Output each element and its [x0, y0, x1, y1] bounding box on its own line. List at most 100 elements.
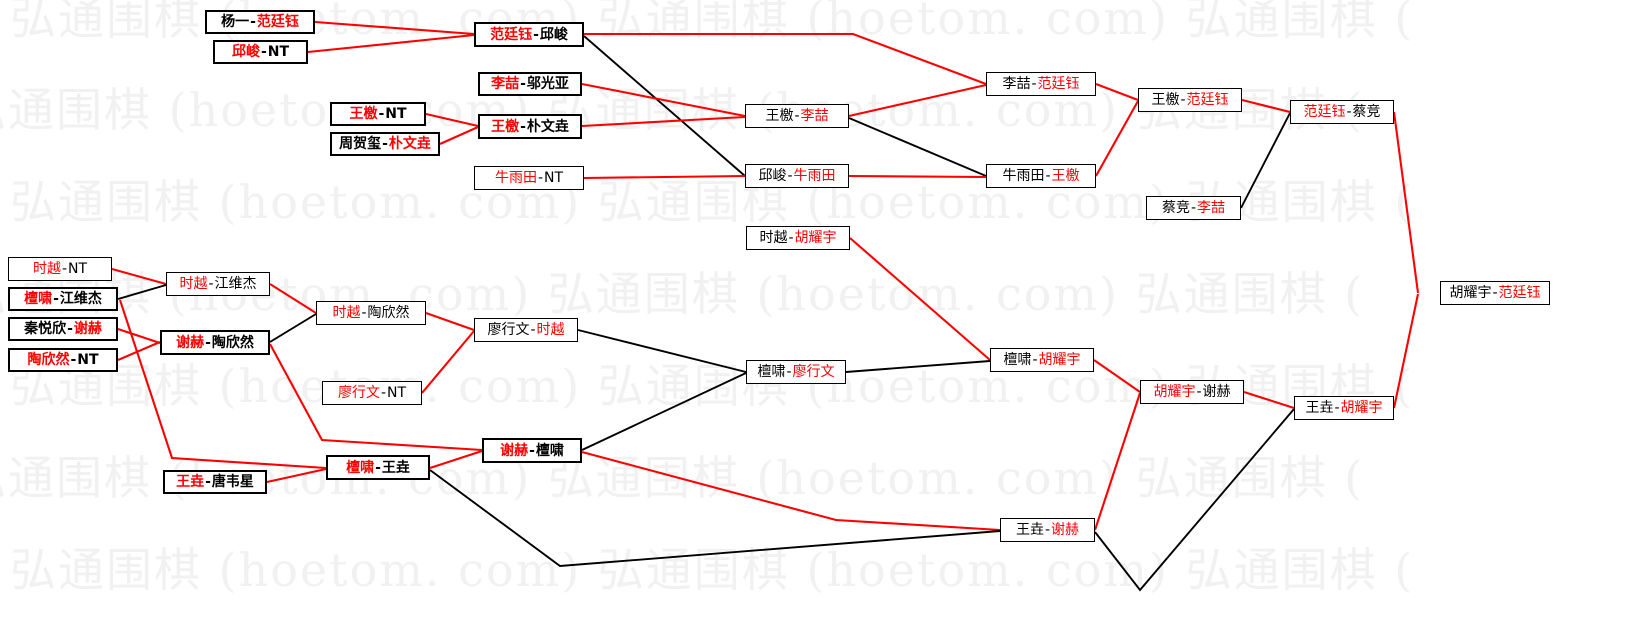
player-one: 王檄 [491, 118, 520, 135]
player-separator: - [260, 44, 267, 60]
player-one: 时越 [32, 261, 61, 277]
match-box-m04[interactable]: 李喆-邬光亚 [478, 72, 582, 96]
match-box-m27[interactable]: 谢赫-檀啸 [482, 438, 582, 463]
player-separator: - [1346, 104, 1352, 120]
player-one: 廖行文 [337, 385, 380, 401]
player-two: 范廷钰 [1186, 92, 1229, 108]
match-box-m25[interactable]: 王垚-唐韦星 [163, 470, 267, 494]
player-two: 陶欣然 [367, 305, 410, 321]
match-box-m31[interactable]: 王垚-谢赫 [1000, 518, 1095, 542]
bracket-link-m09-m12 [848, 117, 987, 177]
bracket-link-m17-m20 [117, 284, 167, 300]
player-separator: - [1044, 522, 1051, 538]
player-two: NT [68, 261, 88, 277]
player-one: 檀啸 [757, 364, 786, 380]
player-separator: - [205, 334, 211, 351]
match-box-m16[interactable]: 时越-NT [8, 257, 112, 281]
match-box-m23[interactable]: 廖行文-NT [322, 381, 422, 405]
player-one: 谢赫 [176, 334, 205, 351]
player-one: 王垚 [176, 474, 205, 490]
match-box-m34[interactable]: 胡耀宇-范廷钰 [1440, 281, 1550, 305]
player-separator: - [786, 364, 792, 380]
match-box-m15[interactable]: 范廷钰-蔡竞 [1290, 100, 1394, 124]
bracket-link-m25-m24 [266, 467, 327, 484]
match-box-m33[interactable]: 王垚-胡耀宇 [1294, 396, 1394, 420]
player-separator: - [1180, 92, 1186, 108]
match-box-m01[interactable]: 杨一-范廷钰 [205, 10, 315, 34]
match-box-m07[interactable]: 王檄-朴文垚 [478, 114, 582, 139]
match-box-m11[interactable]: 李喆-范廷钰 [986, 72, 1096, 96]
bracket-link-m31-m33 [1094, 408, 1295, 592]
bracket-link-m33-m34 [1392, 293, 1420, 409]
player-one: 王垚 [1015, 522, 1044, 538]
player-separator: - [67, 321, 73, 337]
player-separator: - [53, 291, 59, 307]
player-separator: - [1045, 168, 1051, 184]
player-one: 王檄 [765, 108, 794, 124]
player-one: 蔡竞 [1161, 200, 1190, 216]
player-separator: - [205, 474, 211, 490]
player-separator: - [70, 352, 77, 368]
bracket-link-m24-m31 [429, 469, 1001, 567]
player-one: 时越 [179, 276, 208, 292]
match-box-m28[interactable]: 时越-胡耀宇 [746, 226, 850, 250]
bracket-link-m09-m11 [848, 83, 987, 118]
match-box-m02[interactable]: 邱峻-NT [213, 40, 308, 64]
player-separator: - [380, 385, 387, 401]
bracket-link-m27-m31 [581, 450, 1001, 532]
match-box-m17[interactable]: 檀啸-江维杰 [8, 287, 118, 311]
player-two: 胡耀宇 [1340, 400, 1383, 416]
match-box-m03[interactable]: 范廷钰-邱峻 [474, 22, 584, 47]
player-two: 王檄 [1051, 168, 1080, 184]
bracket-link-m10-m12 [848, 174, 987, 179]
match-box-m24[interactable]: 檀啸-王垚 [326, 455, 430, 480]
match-box-m08[interactable]: 牛雨田-NT [474, 166, 584, 190]
bracket-link-m22-m26 [425, 312, 475, 331]
match-box-m09[interactable]: 王檄-李喆 [745, 104, 849, 128]
player-one: 范廷钰 [490, 26, 533, 43]
bracket-link-m13-m15 [1241, 98, 1291, 114]
match-box-m26[interactable]: 廖行文-时越 [474, 318, 578, 342]
player-one: 胡耀宇 [1449, 285, 1492, 301]
bracket-link-m02-m03 [307, 33, 475, 54]
match-box-m22[interactable]: 时越-陶欣然 [316, 301, 426, 325]
match-box-m29[interactable]: 檀啸-廖行文 [746, 360, 846, 384]
bracket-link-m01-m03 [314, 20, 475, 36]
match-box-m05[interactable]: 王檄-NT [330, 102, 426, 126]
player-one: 谢赫 [500, 442, 529, 459]
match-box-m06[interactable]: 周贺玺-朴文垚 [330, 132, 440, 156]
match-box-m21[interactable]: 谢赫-陶欣然 [160, 330, 270, 355]
player-separator: - [529, 442, 535, 459]
match-box-m30[interactable]: 檀啸-胡耀宇 [990, 348, 1094, 372]
player-separator: - [1196, 384, 1202, 400]
player-two: 谢赫 [1202, 384, 1231, 400]
match-box-m32[interactable]: 胡耀宇-谢赫 [1140, 380, 1244, 404]
bracket-link-m30-m32 [1093, 359, 1141, 393]
player-separator: - [375, 459, 381, 476]
match-box-m13[interactable]: 王檄-范廷钰 [1138, 88, 1242, 112]
bracket-link-m14-m15 [1240, 112, 1291, 209]
player-two: 江维杰 [59, 291, 102, 307]
match-box-m20[interactable]: 时越-江维杰 [166, 272, 270, 296]
bracket-link-m19-m21 [117, 341, 161, 361]
player-separator: - [530, 322, 536, 338]
match-box-m10[interactable]: 邱峻-牛雨田 [745, 164, 849, 188]
player-two: 邬光亚 [526, 76, 569, 92]
match-box-m18[interactable]: 秦悦欣-谢赫 [8, 317, 118, 341]
player-one: 胡耀宇 [1153, 384, 1196, 400]
player-two: 李喆 [800, 108, 829, 124]
bracket-link-m23-m26 [421, 330, 475, 394]
player-two: 朴文垚 [526, 118, 569, 135]
player-one: 廖行文 [487, 322, 530, 338]
match-box-m14[interactable]: 蔡竞-李喆 [1146, 196, 1241, 220]
bracket-link-m11-m13 [1095, 83, 1139, 101]
player-separator: - [1190, 200, 1197, 216]
match-box-m12[interactable]: 牛雨田-王檄 [986, 164, 1096, 188]
player-two: 江维杰 [214, 276, 257, 292]
player-one: 王垚 [1305, 400, 1334, 416]
player-one: 秦悦欣 [24, 321, 67, 337]
player-two: 王垚 [381, 459, 410, 476]
bracket-link-m05-m07 [425, 112, 479, 128]
player-one: 时越 [759, 230, 788, 246]
match-box-m19[interactable]: 陶欣然-NT [8, 348, 118, 372]
